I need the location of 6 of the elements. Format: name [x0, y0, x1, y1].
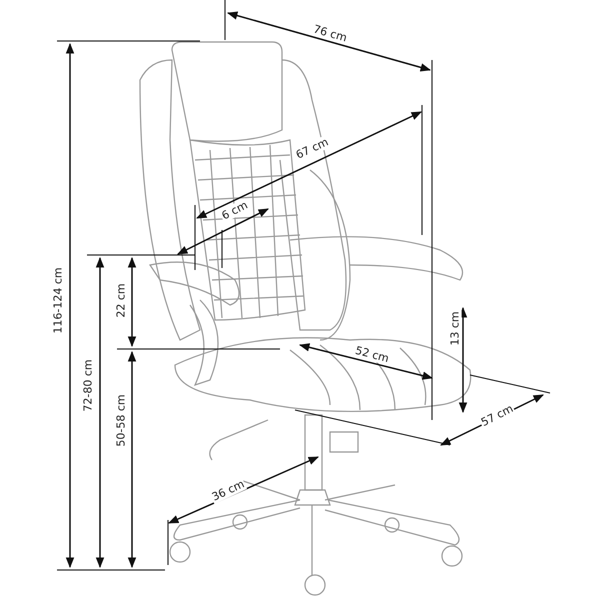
dimension-label: 22 cm	[114, 282, 128, 318]
dimension-label: 36 cm	[208, 476, 248, 504]
dimension-label: 116-124 cm	[52, 266, 65, 334]
dimension-label: 72-80 cm	[82, 358, 95, 412]
dimension-label: 50-58 cm	[114, 392, 128, 448]
dimension-label: 13 cm	[448, 310, 462, 346]
